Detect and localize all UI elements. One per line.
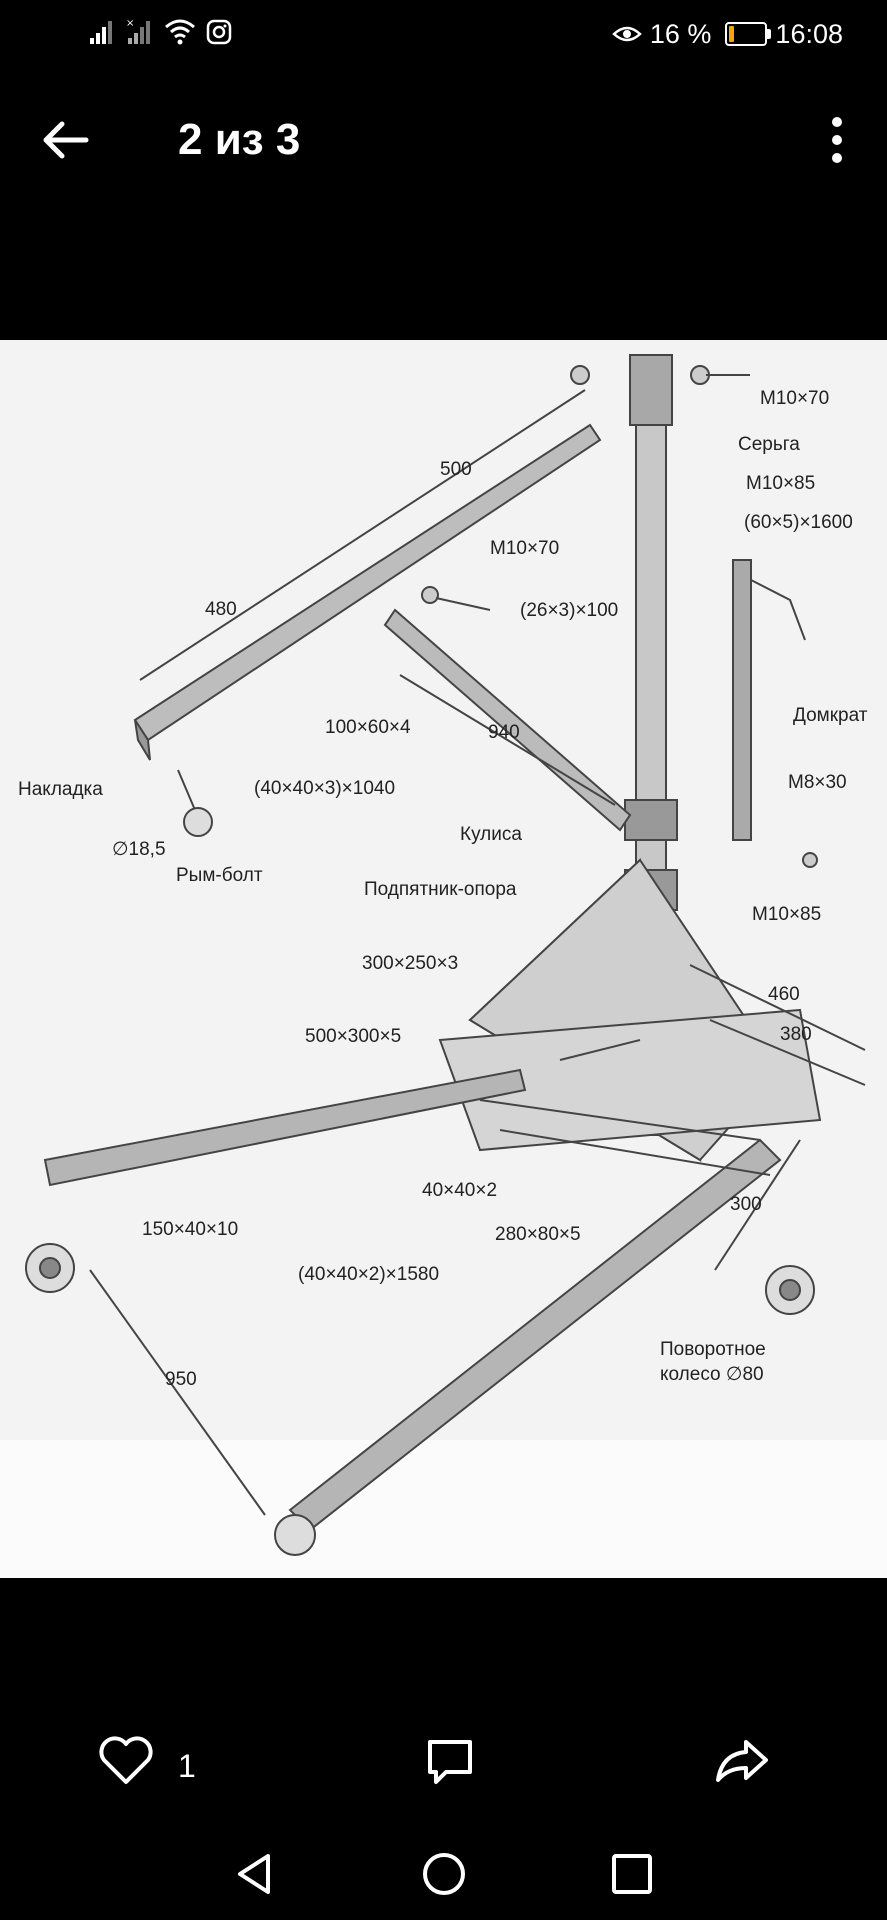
crane-drawing: М10×70 Серьга М10×85 (60×5)×1600 500 480… xyxy=(0,340,887,1578)
label-m8x30: М8×30 xyxy=(788,772,847,793)
label-dim-380: 380 xyxy=(780,1024,812,1045)
label-beam-1040: (40×40×3)×1040 xyxy=(254,778,395,799)
label-dim-940: 940 xyxy=(488,722,520,743)
like-button[interactable] xyxy=(96,1730,156,1795)
battery-icon xyxy=(725,22,772,46)
label-kulisa: Кулиса xyxy=(460,824,522,845)
label-plate-500: 500×300×5 xyxy=(305,1026,401,1047)
label-m10x85-bot: М10×85 xyxy=(752,904,821,925)
label-plate-300: 300×250×3 xyxy=(362,953,458,974)
like-count: 1 xyxy=(178,1748,196,1784)
label-tube-main: (60×5)×1600 xyxy=(744,512,853,533)
label-m10x85-top: М10×85 xyxy=(746,473,815,494)
viewer-header: 2 из 3 xyxy=(0,90,887,190)
back-button[interactable] xyxy=(38,112,94,168)
more-vertical-icon xyxy=(832,117,842,163)
page-title: 2 из 3 xyxy=(178,115,301,164)
label-caster-1: Поворотное xyxy=(660,1339,766,1360)
label-plate-150: 150×40×10 xyxy=(142,1219,238,1240)
system-nav-bar xyxy=(0,1830,887,1920)
post-actions: 1 xyxy=(0,1720,887,1810)
label-tube-26: (26×3)×100 xyxy=(520,600,618,621)
instagram-icon xyxy=(206,19,232,45)
square-recents-icon xyxy=(612,1854,652,1894)
signal-icon xyxy=(90,21,112,44)
label-plate-280: 280×80×5 xyxy=(495,1224,581,1245)
share-icon xyxy=(716,1740,768,1782)
eye-icon xyxy=(612,26,642,42)
circle-home-icon xyxy=(423,1853,465,1895)
label-dim-950: 950 xyxy=(165,1369,197,1390)
post-image[interactable]: М10×70 Серьга М10×85 (60×5)×1600 500 480… xyxy=(0,340,887,1578)
status-right: 16 % 16:08 xyxy=(612,16,843,52)
label-dim-300: 300 xyxy=(730,1194,762,1215)
label-dim-500: 500 xyxy=(440,459,472,480)
nav-recents-button[interactable] xyxy=(600,1842,664,1906)
more-options-button[interactable] xyxy=(809,112,865,168)
arrow-left-icon xyxy=(43,121,89,159)
triangle-back-icon xyxy=(238,1854,270,1894)
label-serga: Серьга xyxy=(738,434,800,455)
heart-icon xyxy=(99,1736,153,1784)
label-eyebolt: Рым-болт xyxy=(176,865,263,886)
share-button[interactable] xyxy=(712,1730,772,1795)
status-left: × xyxy=(88,18,232,46)
nav-back-button[interactable] xyxy=(222,1842,286,1906)
label-leg-1580: (40×40×2)×1580 xyxy=(298,1264,439,1285)
svg-text:×: × xyxy=(126,18,134,29)
clock: 16:08 xyxy=(775,19,843,49)
label-caster-2: колесо ∅80 xyxy=(660,1364,764,1385)
comment-button[interactable] xyxy=(420,1730,480,1795)
label-dim-480: 480 xyxy=(205,599,237,620)
battery-level xyxy=(729,26,735,42)
signal-icon: × xyxy=(126,18,150,44)
nav-home-button[interactable] xyxy=(412,1842,476,1906)
label-tube-40x2: 40×40×2 xyxy=(422,1180,497,1201)
label-plate-100: 100×60×4 xyxy=(325,717,411,738)
wifi-icon xyxy=(165,19,195,45)
label-diam-18: ∅18,5 xyxy=(112,839,166,860)
battery-percent: 16 % xyxy=(649,19,712,49)
comment-icon xyxy=(428,1740,472,1784)
label-thrust: Подпятник-опора xyxy=(364,879,517,900)
label-dim-460: 460 xyxy=(768,984,800,1005)
label-m10x70-top: М10×70 xyxy=(760,388,829,409)
label-m10x70-mid: М10×70 xyxy=(490,538,559,559)
label-jack: Домкрат xyxy=(793,705,868,726)
status-bar: × 16 % 16:08 xyxy=(0,0,887,68)
label-overlay: Накладка xyxy=(18,779,103,800)
